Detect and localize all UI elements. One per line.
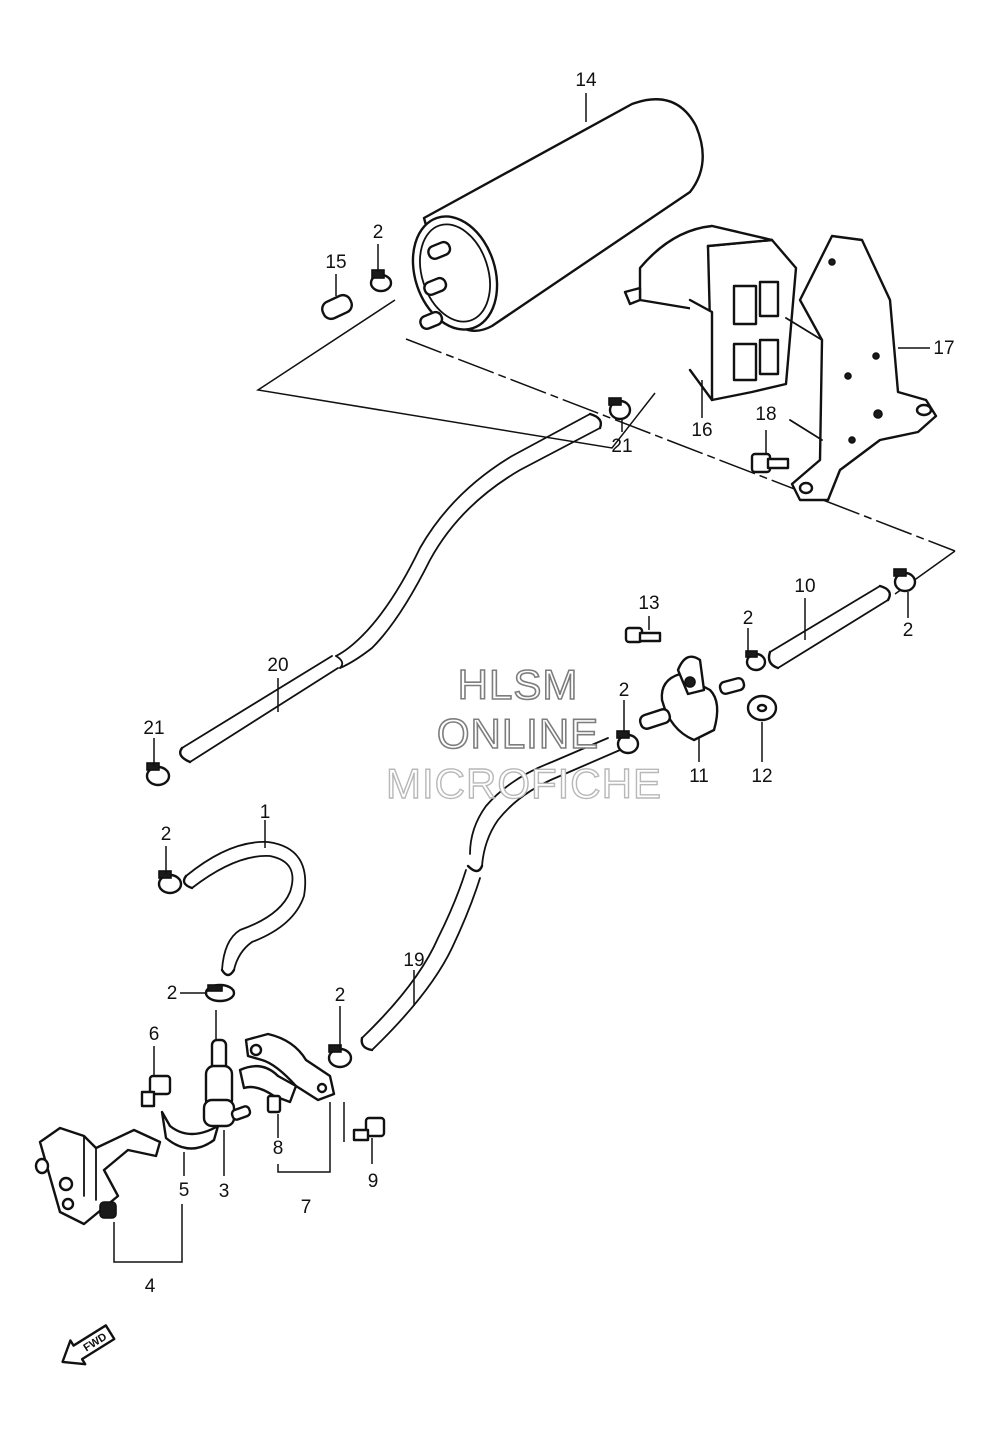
callout-14: 14 (575, 70, 597, 91)
callout-2: 2 (167, 983, 178, 1004)
watermark-line-3: MICROFICHE (386, 760, 662, 807)
callout-5: 5 (179, 1180, 190, 1201)
valve-part-11 (638, 655, 746, 742)
canister-part-14 (411, 98, 704, 332)
assembly-line-canister (405, 338, 956, 552)
callout-6: 6 (149, 1024, 160, 1045)
forward-arrow-icon: FWD (61, 1324, 116, 1366)
callout-20: 20 (267, 655, 288, 676)
bracket-part-4 (34, 1126, 162, 1226)
callout-2: 2 (619, 680, 630, 701)
callout-17: 17 (933, 338, 954, 359)
watermark-line-1: HLSM (458, 661, 579, 708)
hose-part-19 (360, 737, 621, 1052)
bolt-part-6 (140, 1074, 172, 1108)
assembly-line-top (255, 299, 656, 449)
screw-part-13 (624, 626, 662, 644)
callout-2: 2 (161, 824, 172, 845)
canister-nozzles (419, 240, 452, 331)
callout-2: 2 (373, 222, 384, 243)
callout-8: 8 (273, 1138, 284, 1159)
hose-part-10 (767, 584, 891, 670)
clamp-hose-1-bottom (204, 983, 236, 1003)
callout-3: 3 (219, 1181, 230, 1202)
washer-part-12 (746, 694, 778, 722)
callout-10: 10 (794, 576, 815, 597)
callout-21: 21 (143, 718, 164, 739)
callout-11: 11 (689, 766, 709, 787)
clamp-part-21-left (145, 762, 171, 787)
callout-7: 7 (301, 1197, 312, 1218)
band-part-5 (160, 1110, 220, 1150)
callout-labels: 14 2 15 16 17 18 21 10 13 2 2 2 11 12 20… (143, 70, 954, 1297)
callout-2: 2 (743, 608, 754, 629)
callout-13: 13 (638, 593, 659, 614)
callout-12: 12 (751, 766, 772, 787)
clamp-valve-right (745, 650, 767, 672)
watermark-line-2: ONLINE (437, 710, 599, 757)
callout-2: 2 (903, 620, 914, 641)
callout-4: 4 (145, 1276, 156, 1297)
clamp-hose-1-top (157, 870, 183, 895)
clamp-part-21-top (608, 397, 632, 421)
clamp-hose-19-bottom (327, 1044, 353, 1069)
callout-9: 9 (368, 1171, 379, 1192)
callout-16: 16 (691, 420, 712, 441)
holder-part-16 (623, 224, 798, 402)
callout-15: 15 (325, 252, 346, 273)
bolt-part-9 (352, 1116, 386, 1142)
callout-18: 18 (755, 404, 776, 425)
bolt-part-18 (750, 452, 790, 474)
clamp-valve-left (616, 730, 640, 755)
callout-2: 2 (335, 985, 346, 1006)
callout-leaders (113, 93, 930, 1263)
callout-19: 19 (403, 950, 424, 971)
clamp-plate-part-8 (238, 1064, 298, 1114)
watermark: HLSM ONLINE MICROFICHE (385, 660, 662, 808)
callout-1: 1 (260, 802, 271, 823)
hose-part-20 (179, 412, 603, 764)
clamp-right-end (893, 568, 917, 593)
cap-part-15 (321, 293, 353, 321)
clamp-plate-part-7 (244, 1032, 336, 1102)
callout-21: 21 (611, 436, 632, 457)
holder-windows (732, 280, 780, 382)
clamp-canister (369, 269, 393, 293)
hose-part-1 (182, 841, 307, 977)
bracket-part-17 (785, 234, 938, 502)
